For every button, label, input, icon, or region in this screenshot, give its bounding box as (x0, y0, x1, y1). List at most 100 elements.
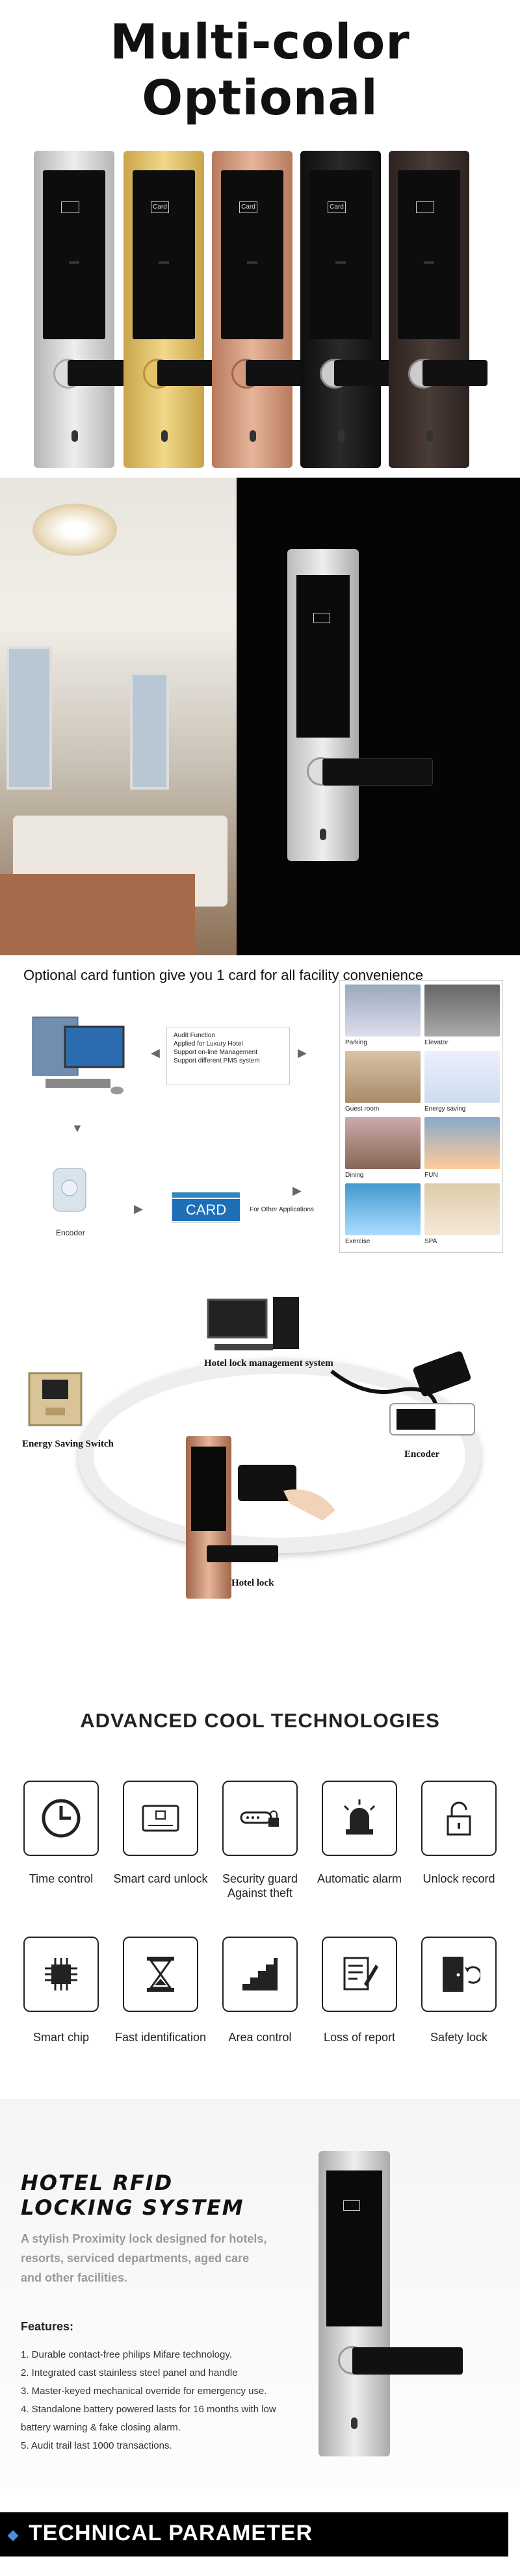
arrow-right-icon: ▶ (134, 1202, 143, 1215)
encoder-device-icon (330, 1351, 475, 1436)
report-icon (322, 1937, 397, 2012)
handle-icon (322, 758, 433, 786)
card-label: Card (239, 201, 257, 213)
lock-dark-brown (389, 151, 488, 468)
management-computer-icon (207, 1297, 299, 1350)
card-label: Card (151, 201, 169, 213)
other-applications-label: For Other Applications (250, 1206, 314, 1213)
hourglass-icon (123, 1937, 198, 2012)
multicolor-section: Multi-color Optional Card Card Card (0, 0, 520, 478)
facility-spa: SPA (424, 1183, 500, 1248)
arrow-left-icon: ◀ (151, 1046, 160, 1059)
card-function-section: Optional card funtion give you 1 card fo… (0, 955, 520, 1274)
technologies-section: ADVANCED COOL TECHNOLOGIES Time control … (0, 1651, 520, 2099)
features-list-item: 3. Master-keyed mechanical override for … (21, 2386, 267, 2397)
stairs-icon (222, 1937, 298, 2012)
card-in-hand-icon (238, 1465, 335, 1521)
tech-label: Area control (228, 2031, 292, 2044)
sofa-icon (0, 874, 195, 955)
handle-icon (334, 360, 399, 386)
card-label (61, 201, 79, 213)
tech-label: Smart chip (32, 2031, 90, 2044)
feature-item: Applied for Luxury Hotel (174, 1040, 243, 1048)
tech-label: Safety lock (430, 2031, 488, 2044)
encoder-icon (53, 1168, 86, 1212)
clock-icon (23, 1781, 99, 1856)
arrow-right-icon: ▶ (298, 1046, 307, 1059)
facility-parking: Parking (345, 985, 421, 1050)
keyhole-icon (320, 829, 326, 840)
features-list-item: 5. Audit trail last 1000 transactions. (21, 2440, 172, 2451)
energy-switch-icon (28, 1372, 83, 1426)
features-box: Audit Function Applied for Luxury Hotel … (166, 1027, 290, 1085)
card-text: CARD (172, 1199, 240, 1221)
chip-icon (23, 1937, 99, 2012)
technical-parameter-title: TECHNICAL PARAMETER (29, 2521, 313, 2545)
features-list-item: 4. Standalone battery powered lasts for … (21, 2404, 276, 2433)
rfid-subtitle: A stylish Proximity lock designed for ho… (21, 2232, 267, 2284)
technologies-title: ADVANCED COOL TECHNOLOGIES (80, 1709, 440, 1732)
facility-exercise: Exercise (345, 1183, 421, 1248)
tech-label: Automatic alarm (317, 1872, 402, 1885)
rfid-heading-line2: LOCKING SYSTEM (21, 2195, 244, 2220)
keyhole-icon (338, 430, 344, 442)
handle-icon (422, 360, 488, 386)
handle-icon (157, 360, 222, 386)
tech-label: Smart card unlock (113, 1872, 208, 1885)
rfid-lock-image (318, 2151, 463, 2456)
features-list-item: 2. Integrated cast stainless steel panel… (21, 2367, 238, 2378)
card-label: Card (328, 201, 346, 213)
handle-icon (352, 2347, 463, 2375)
chandelier-icon (32, 504, 117, 556)
handle-icon (68, 360, 133, 386)
feature-item: Support on-line Management (174, 1049, 257, 1056)
lock-black: Card (300, 151, 399, 468)
keyhole-icon (351, 2417, 358, 2429)
tech-label: Unlock record (422, 1872, 495, 1885)
computer-icon (32, 1016, 125, 1094)
features-list: 1. Durable contact-free philips Mifare t… (21, 2346, 294, 2455)
room-photo-section (0, 478, 520, 955)
card-label (343, 2200, 360, 2211)
keyhole-icon (250, 430, 256, 442)
diamond-icon (7, 2530, 19, 2542)
facility-dining: Dining (345, 1117, 421, 1182)
rfid-section: HOTEL RFID LOCKING SYSTEM A stylish Prox… (0, 2099, 520, 2576)
features-list-item: 1. Durable contact-free philips Mifare t… (21, 2349, 232, 2360)
window-icon (6, 647, 52, 790)
feature-item: Support different PMS system (174, 1057, 260, 1064)
facility-energy-saving: Energy saving (424, 1051, 500, 1116)
rfid-heading: HOTEL RFID LOCKING SYSTEM (21, 2170, 244, 2220)
door-icon (421, 1937, 497, 2012)
facility-fun: FUN (424, 1117, 500, 1182)
page-title: Multi-color Optional (110, 14, 410, 126)
system-diagram-section: Hotel lock management system Energy Savi… (0, 1274, 520, 1651)
arrow-down-icon: ▼ (72, 1122, 83, 1135)
smart-card-icon (123, 1781, 198, 1856)
handle-icon (246, 360, 311, 386)
alarm-icon (322, 1781, 397, 1856)
management-label: Hotel lock management system (204, 1358, 333, 1369)
card-label (313, 613, 330, 623)
hotel-lock-image (186, 1436, 278, 1599)
rfid-background (0, 2099, 520, 2495)
door-image (237, 478, 520, 955)
tech-label: Security guard Against theft (222, 1872, 298, 1900)
tech-label: Fast identification (114, 2031, 207, 2044)
keyhole-icon (72, 430, 78, 442)
hotel-lock-label: Hotel lock (231, 1578, 274, 1588)
rfid-heading-line1: HOTEL RFID (21, 2170, 174, 2195)
tech-label: Time control (29, 1872, 94, 1885)
door-lock-image (287, 549, 433, 861)
keyhole-icon (161, 430, 168, 442)
card-label (416, 201, 434, 213)
hotel-room-image (0, 478, 237, 955)
encoder-label: Encoder (56, 1228, 85, 1237)
facility-elevator: Elevator (424, 985, 500, 1050)
encoder-device-label: Encoder (404, 1449, 440, 1460)
technical-parameter-bar: TECHNICAL PARAMETER (0, 2512, 508, 2557)
features-heading: Features: (21, 2320, 74, 2333)
lock-rose-gold: Card (212, 151, 311, 468)
card-image: CARD (172, 1192, 240, 1223)
keyhole-icon (426, 430, 433, 442)
